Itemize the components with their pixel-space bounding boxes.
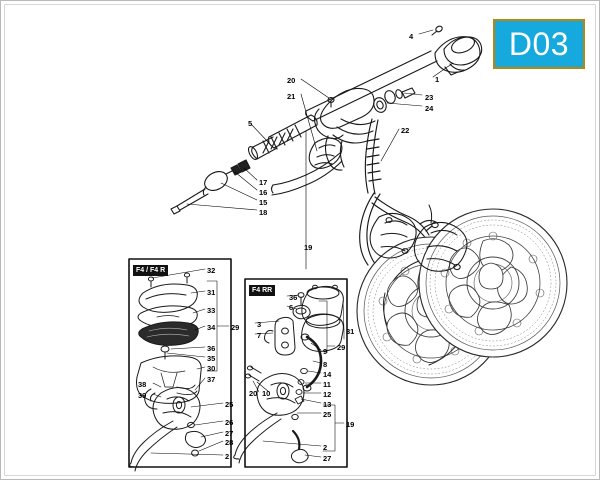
callout-number-1: 1 (435, 75, 440, 84)
callout-number-left-31: 31 (207, 288, 216, 297)
callout-number-15: 15 (259, 198, 268, 207)
callout-number-left-36: 36 (207, 344, 216, 353)
callout-number-right-10: 10 (262, 389, 271, 398)
callout-number-left-29: 29 (231, 323, 240, 332)
callout-number-4: 4 (409, 32, 414, 41)
callout-number-right-12: 12 (323, 390, 332, 399)
callout-number-left-26: 26 (225, 418, 234, 427)
callout-number-left-25: 25 (225, 400, 234, 409)
callout-number-right-2: 2 (323, 443, 328, 452)
callout-number-21: 21 (287, 92, 296, 101)
callout-number-left-37: 37 (207, 375, 216, 384)
callout-number-right-27: 27 (323, 454, 332, 463)
callout-number-right-14: 14 (323, 370, 332, 379)
callout-number-left-33: 33 (207, 306, 216, 315)
callout-number-20: 20 (287, 76, 296, 85)
callout-number-right-19: 19 (346, 420, 355, 429)
callout-number-24: 24 (425, 104, 434, 113)
callout-number-right-36: 36 (289, 293, 298, 302)
callout-number-right-11: 11 (323, 380, 331, 389)
callout-number-right-7: 7 (257, 331, 262, 340)
diagram-code-badge: D03 (493, 19, 585, 69)
callout-number-left-28: 28 (225, 438, 234, 447)
callout-number-right-6: 6 (289, 303, 294, 312)
callout-number-right-8: 8 (323, 360, 328, 369)
callout-number-left-32: 32 (207, 266, 216, 275)
callout-number-17: 17 (259, 178, 268, 187)
callout-number-left-39: 39 (138, 391, 147, 400)
callout-number-18: 18 (259, 208, 268, 217)
callout-number-right-9: 9 (323, 347, 328, 356)
callout-number-right-20: 20 (249, 389, 258, 398)
callout-number-right-25: 25 (323, 410, 332, 419)
callout-number-5: 5 (248, 119, 253, 128)
callout-number-left-34: 34 (207, 323, 216, 332)
callout-number-22: 22 (401, 126, 410, 135)
callout-number-left-27: 27 (225, 429, 234, 438)
inset-tag-f4rr: F4 RR (249, 285, 276, 296)
callout-number-right-29: 29 (337, 343, 346, 352)
callout-number-right-31: 31 (346, 327, 355, 336)
callout-number-right-13: 13 (323, 400, 332, 409)
callout-number-19: 19 (304, 243, 313, 252)
callout-number-left-2: 2 (225, 452, 230, 461)
callout-number-left-35: 35 (207, 354, 216, 363)
callout-number-16: 16 (259, 188, 268, 197)
callout-number-23: 23 (425, 93, 434, 102)
diagram-code-label: D03 (508, 26, 570, 62)
callout-number-right-3: 3 (257, 320, 262, 329)
callout-number-left-38: 38 (138, 380, 147, 389)
callout-number-left-30: 30 (207, 364, 216, 373)
inset-tag-f4-f4r: F4 / F4 R (133, 265, 169, 276)
